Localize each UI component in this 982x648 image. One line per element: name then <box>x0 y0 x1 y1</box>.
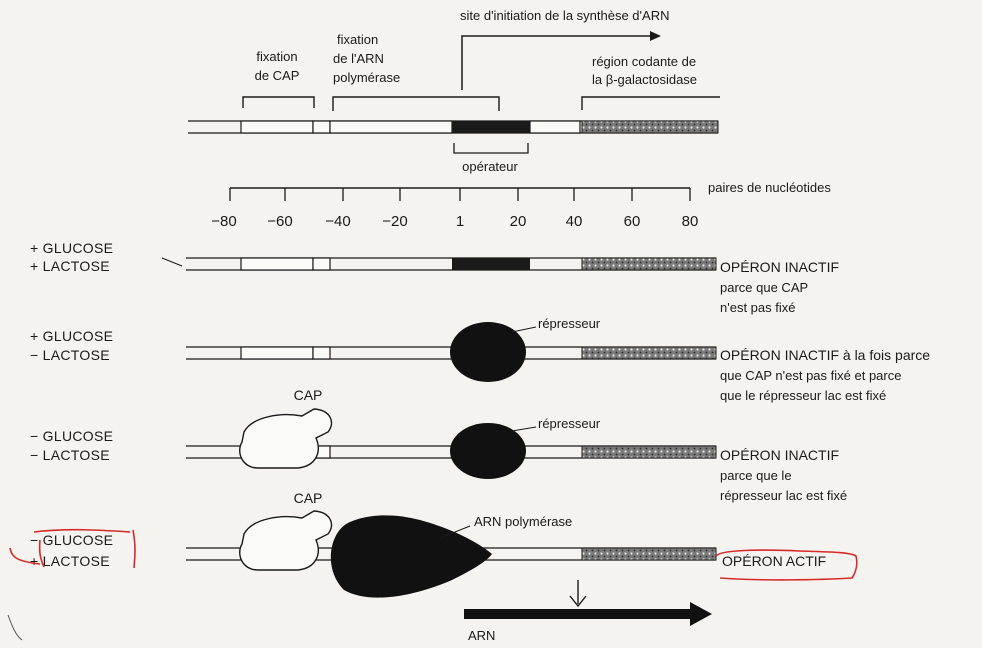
coding-region <box>582 347 716 359</box>
polymerase-label: ARN polymérase <box>474 514 572 529</box>
tick-label: −80 <box>211 213 236 230</box>
operator-segment <box>452 121 530 133</box>
coding-label-1: région codante de <box>592 54 696 69</box>
promoter-box <box>330 121 452 133</box>
glucose-condition: − GLUCOSE <box>30 428 113 444</box>
repressor-label: répresseur <box>538 316 601 331</box>
cap-site-bracket <box>243 97 314 108</box>
lactose-condition: − LACTOSE <box>30 347 110 363</box>
mrna-arrowhead <box>690 602 712 626</box>
coding-region <box>582 446 716 458</box>
mrna-arrow-body <box>464 609 694 619</box>
repressor-label: répresseur <box>538 416 601 431</box>
tick-label: 40 <box>566 213 583 230</box>
tick-label: 1 <box>456 213 464 230</box>
cap-protein-shape <box>240 511 332 570</box>
operator-segment <box>452 258 530 270</box>
nucleotide-scale: −80 −60 −40 −20 1 20 40 60 80 paires de … <box>211 180 831 230</box>
coding-label-2: la β-galactosidase <box>592 72 697 87</box>
operon-status-line: n'est pas fixé <box>720 300 795 315</box>
coding-region <box>582 258 716 270</box>
cap-site-label-2: de CAP <box>255 68 300 83</box>
scale-unit-label: paires de nucléotides <box>708 180 831 195</box>
cap-site-box <box>241 121 313 133</box>
rna-polymerase-shape <box>331 515 492 597</box>
operon-status-title: OPÉRON INACTIF à la fois parce <box>720 347 930 363</box>
condition-row-3: − GLUCOSE − LACTOSE CAP répresseur OPÉRO… <box>30 387 847 503</box>
glucose-condition: − GLUCOSE <box>30 532 113 548</box>
operator-bracket <box>454 143 528 153</box>
pol-site-bracket <box>333 97 499 111</box>
header-annotations: fixation de CAP fixation de l'ARN polymé… <box>243 8 720 111</box>
cap-label: CAP <box>294 387 323 403</box>
pol-site-label-1: fixation <box>337 32 378 47</box>
tick-label: −20 <box>382 213 407 230</box>
operator-label: opérateur <box>462 159 518 174</box>
coding-region <box>582 548 716 560</box>
tick-label: 60 <box>624 213 641 230</box>
tick-label: 20 <box>510 213 527 230</box>
condition-row-4: − GLUCOSE + LACTOSE CAP ARN polymérase O… <box>10 490 857 643</box>
init-site-arrowhead <box>650 31 661 41</box>
cap-label: CAP <box>294 490 323 506</box>
lactose-condition: + LACTOSE <box>30 258 110 274</box>
pol-site-label-3: polymérase <box>333 70 400 85</box>
pol-site-label-2: de l'ARN <box>333 51 384 66</box>
pen-mark <box>8 615 22 640</box>
lactose-condition: − LACTOSE <box>30 447 110 463</box>
repressor-shape <box>450 423 526 479</box>
operon-status-title: OPÉRON INACTIF <box>720 447 839 463</box>
tick-label: 80 <box>682 213 699 230</box>
coding-region <box>582 121 718 133</box>
tick-label: −40 <box>325 213 350 230</box>
operon-status-line: parce que CAP <box>720 280 808 295</box>
operon-status-line: parce que le <box>720 468 792 483</box>
operon-status-line: répresseur lac est fixé <box>720 488 847 503</box>
operon-status-line: que CAP n'est pas fixé et parce <box>720 368 901 383</box>
coding-bracket <box>582 97 720 110</box>
condition-row-1: + GLUCOSE + LACTOSE OPÉRON INACTIF parce… <box>30 240 839 315</box>
operon-status-title: OPÉRON ACTIF <box>722 553 826 569</box>
operon-status-line: que le répresseur lac est fixé <box>720 388 886 403</box>
tick-label: −60 <box>267 213 292 230</box>
rna-label: ARN <box>468 628 495 643</box>
operon-status-title: OPÉRON INACTIF <box>720 259 839 275</box>
cap-site-label-1: fixation <box>256 49 297 64</box>
init-site-label: site d'initiation de la synthèse d'ARN <box>460 8 669 23</box>
cap-protein-shape <box>240 409 332 468</box>
dna-reference: opérateur <box>188 121 718 174</box>
glucose-condition: + GLUCOSE <box>30 240 113 256</box>
condition-row-2: + GLUCOSE − LACTOSE répresseur OPÉRON IN… <box>30 316 930 403</box>
glucose-condition: + GLUCOSE <box>30 328 113 344</box>
